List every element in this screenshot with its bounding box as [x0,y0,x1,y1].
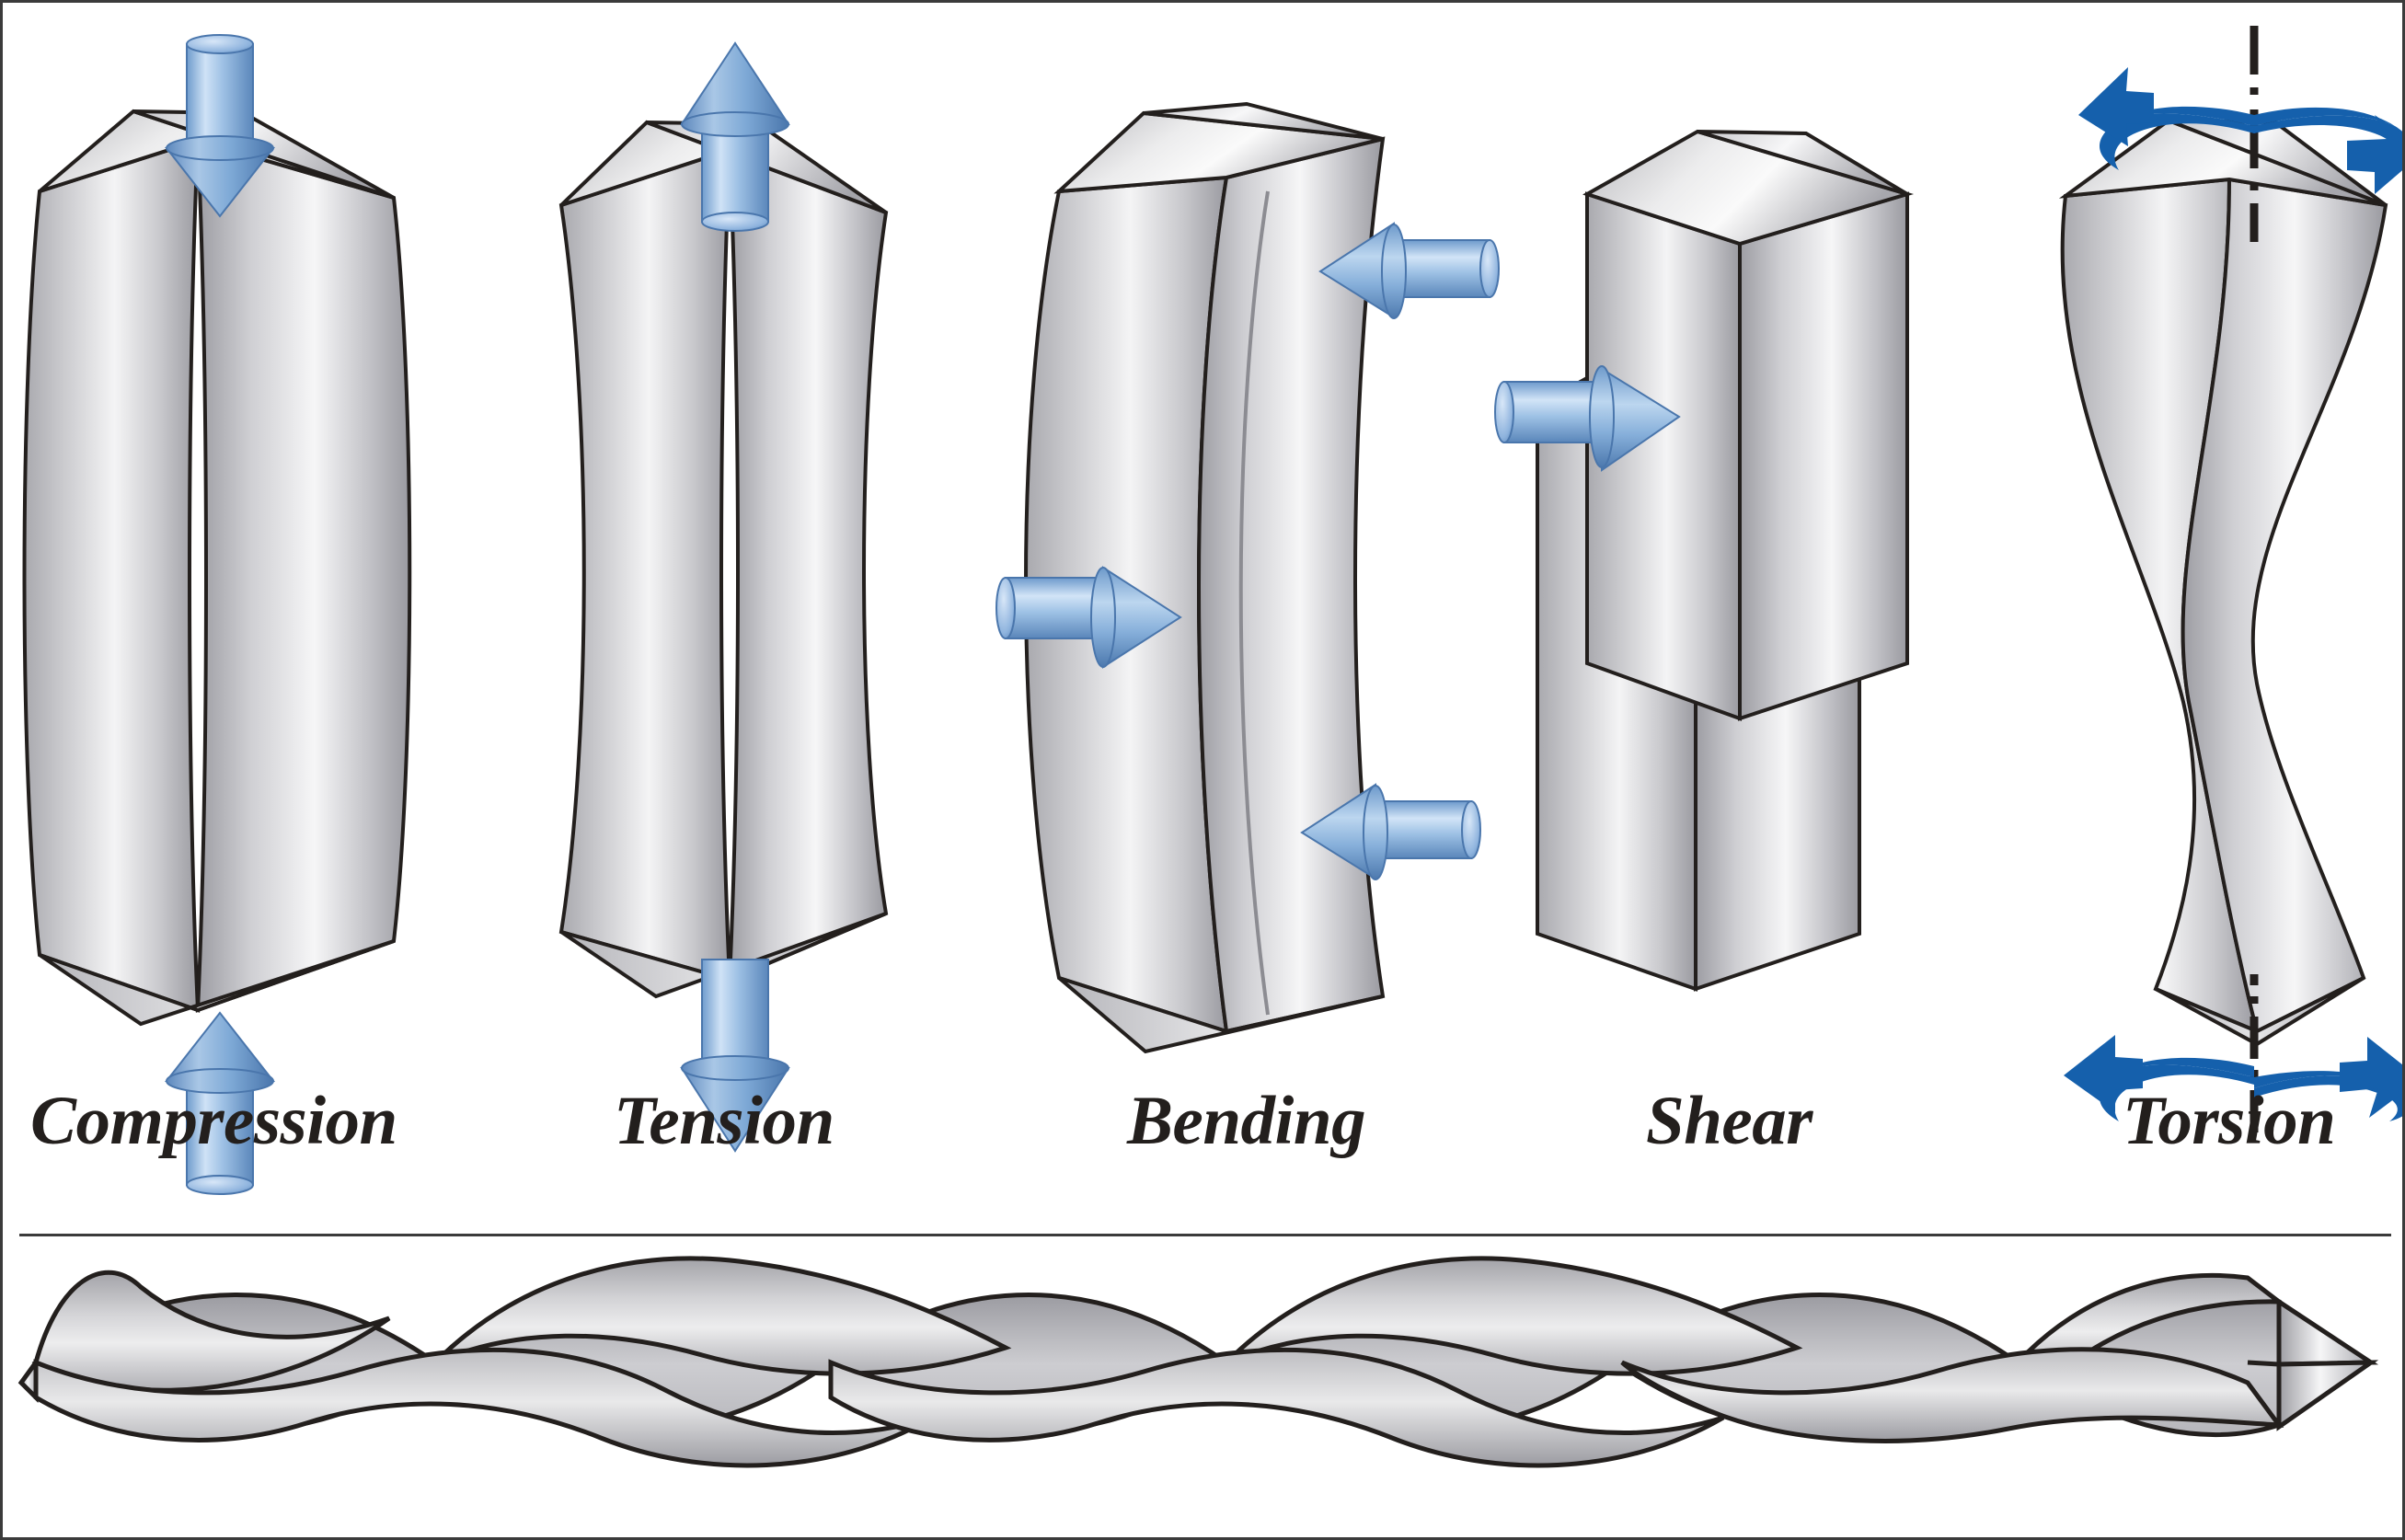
bending-left-middle-force-arrow [995,566,1182,669]
torsion-top-rotation-arrow-right [2254,107,2402,194]
compression-right-face [195,138,412,1013]
torsion-bottom-face [2155,976,2365,1047]
bending-top-face-back [1143,101,1384,141]
panel-label-compression: Compression [30,1083,397,1159]
tension-bottom-face [559,912,887,999]
bending-seam-line [1238,190,1270,1016]
torsion-top-rotation-arrow-left [2078,67,2254,170]
shear-upper-top-face-back [1697,130,1909,196]
bending-top-right-force-arrow [1318,222,1500,319]
twisted-bar-left-end [17,1355,39,1404]
compression-bottom-face [38,939,395,1027]
panel-bending [995,101,1500,1054]
tension-bottom-force-arrow [680,959,790,1153]
panel-label-shear: Shear [1646,1083,1812,1159]
compression-top-force-arrow [164,34,276,218]
twisted-bar-end-cap-upper [2276,1297,2379,1367]
panel-tension [558,41,889,1153]
section-divider [19,1234,2391,1236]
tension-left-face [558,147,732,983]
stress-diagram-canvas [17,26,2402,1468]
torsion-bottom-rotation-arrow-left [2064,1035,2254,1121]
panel-compression [22,34,412,1195]
compression-bottom-force-arrow [164,1011,276,1195]
twisted-bar-end-cap-lower [2276,1360,2379,1431]
bending-bottom-face [1057,976,1384,1054]
twisted-bar-upper-lobe-3 [1225,1256,1803,1376]
compression-left-face [22,138,201,1013]
twisted-bar-end-cap-seam [2247,1360,2280,1367]
bending-bottom-right-force-arrow [1300,783,1481,880]
torsion-bottom-rotation-arrow-right [2254,1037,2402,1121]
shear-lateral-force-arrow [1494,365,1681,472]
tension-top-force-arrow [680,41,790,232]
panel-label-torsion: Torsion [2123,1083,2336,1159]
twisted-bar [17,1256,2379,1468]
shear-upper-right-face [1738,191,1909,721]
panel-label-tension: Tension [614,1083,834,1159]
tension-right-face [727,146,889,983]
panel-label-bending: Bending [1127,1083,1366,1159]
twisted-bar-lower-lobe-3 [1620,1347,2284,1443]
panel-torsion [2058,26,2402,1132]
panel-shear [1494,129,1915,992]
twisted-bar-upper-lobe-2 [433,1256,1012,1376]
